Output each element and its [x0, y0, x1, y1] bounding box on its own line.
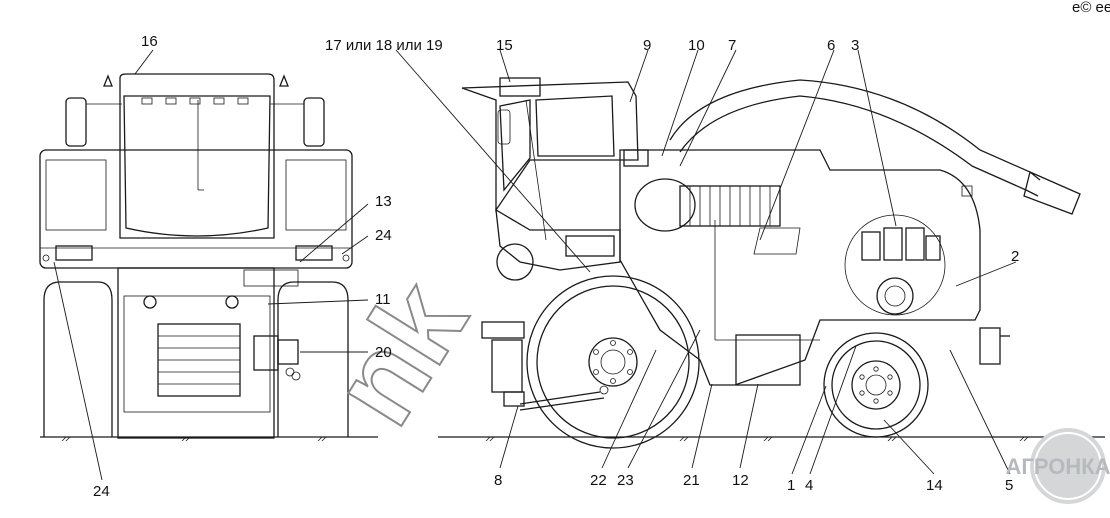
callout-4: 4 [805, 477, 813, 494]
callout-15: 15 [496, 37, 513, 54]
callout-6: 6 [827, 37, 835, 54]
callout-21: 21 [683, 472, 700, 489]
watermark: nk [306, 259, 493, 448]
leader-lines [53, 49, 1017, 481]
callout-23: 23 [617, 472, 634, 489]
callout-13: 13 [375, 193, 392, 210]
callout-20: 20 [375, 344, 392, 361]
callout-22: 22 [590, 472, 607, 489]
callout-10: 10 [688, 37, 705, 54]
corner-mark: e© eea [1072, 0, 1110, 16]
agronka-logo: АГРОНКА [1005, 428, 1110, 504]
side-view [438, 77, 1105, 449]
callout-numbers: 16 17 или 18 или 19 15 9 10 7 6 3 2 13 2… [93, 33, 1019, 500]
callout-7: 7 [728, 37, 736, 54]
callout-1: 1 [787, 477, 795, 494]
svg-text:АГРОНКА: АГРОНКА [1005, 454, 1110, 479]
callout-5: 5 [1005, 477, 1013, 494]
callout-11: 11 [375, 291, 391, 308]
callout-24-bottom: 24 [93, 483, 110, 500]
callout-9: 9 [643, 37, 651, 54]
callout-16: 16 [141, 33, 158, 50]
front-view [39, 73, 378, 442]
callout-17-18-19: 17 или 18 или 19 [325, 37, 443, 54]
callout-8: 8 [494, 472, 502, 489]
callout-12: 12 [732, 472, 749, 489]
callout-3: 3 [851, 37, 859, 54]
callout-14: 14 [926, 477, 943, 494]
callout-2: 2 [1011, 248, 1019, 265]
callout-24-top: 24 [375, 227, 392, 244]
svg-text:nk: nk [307, 260, 492, 447]
